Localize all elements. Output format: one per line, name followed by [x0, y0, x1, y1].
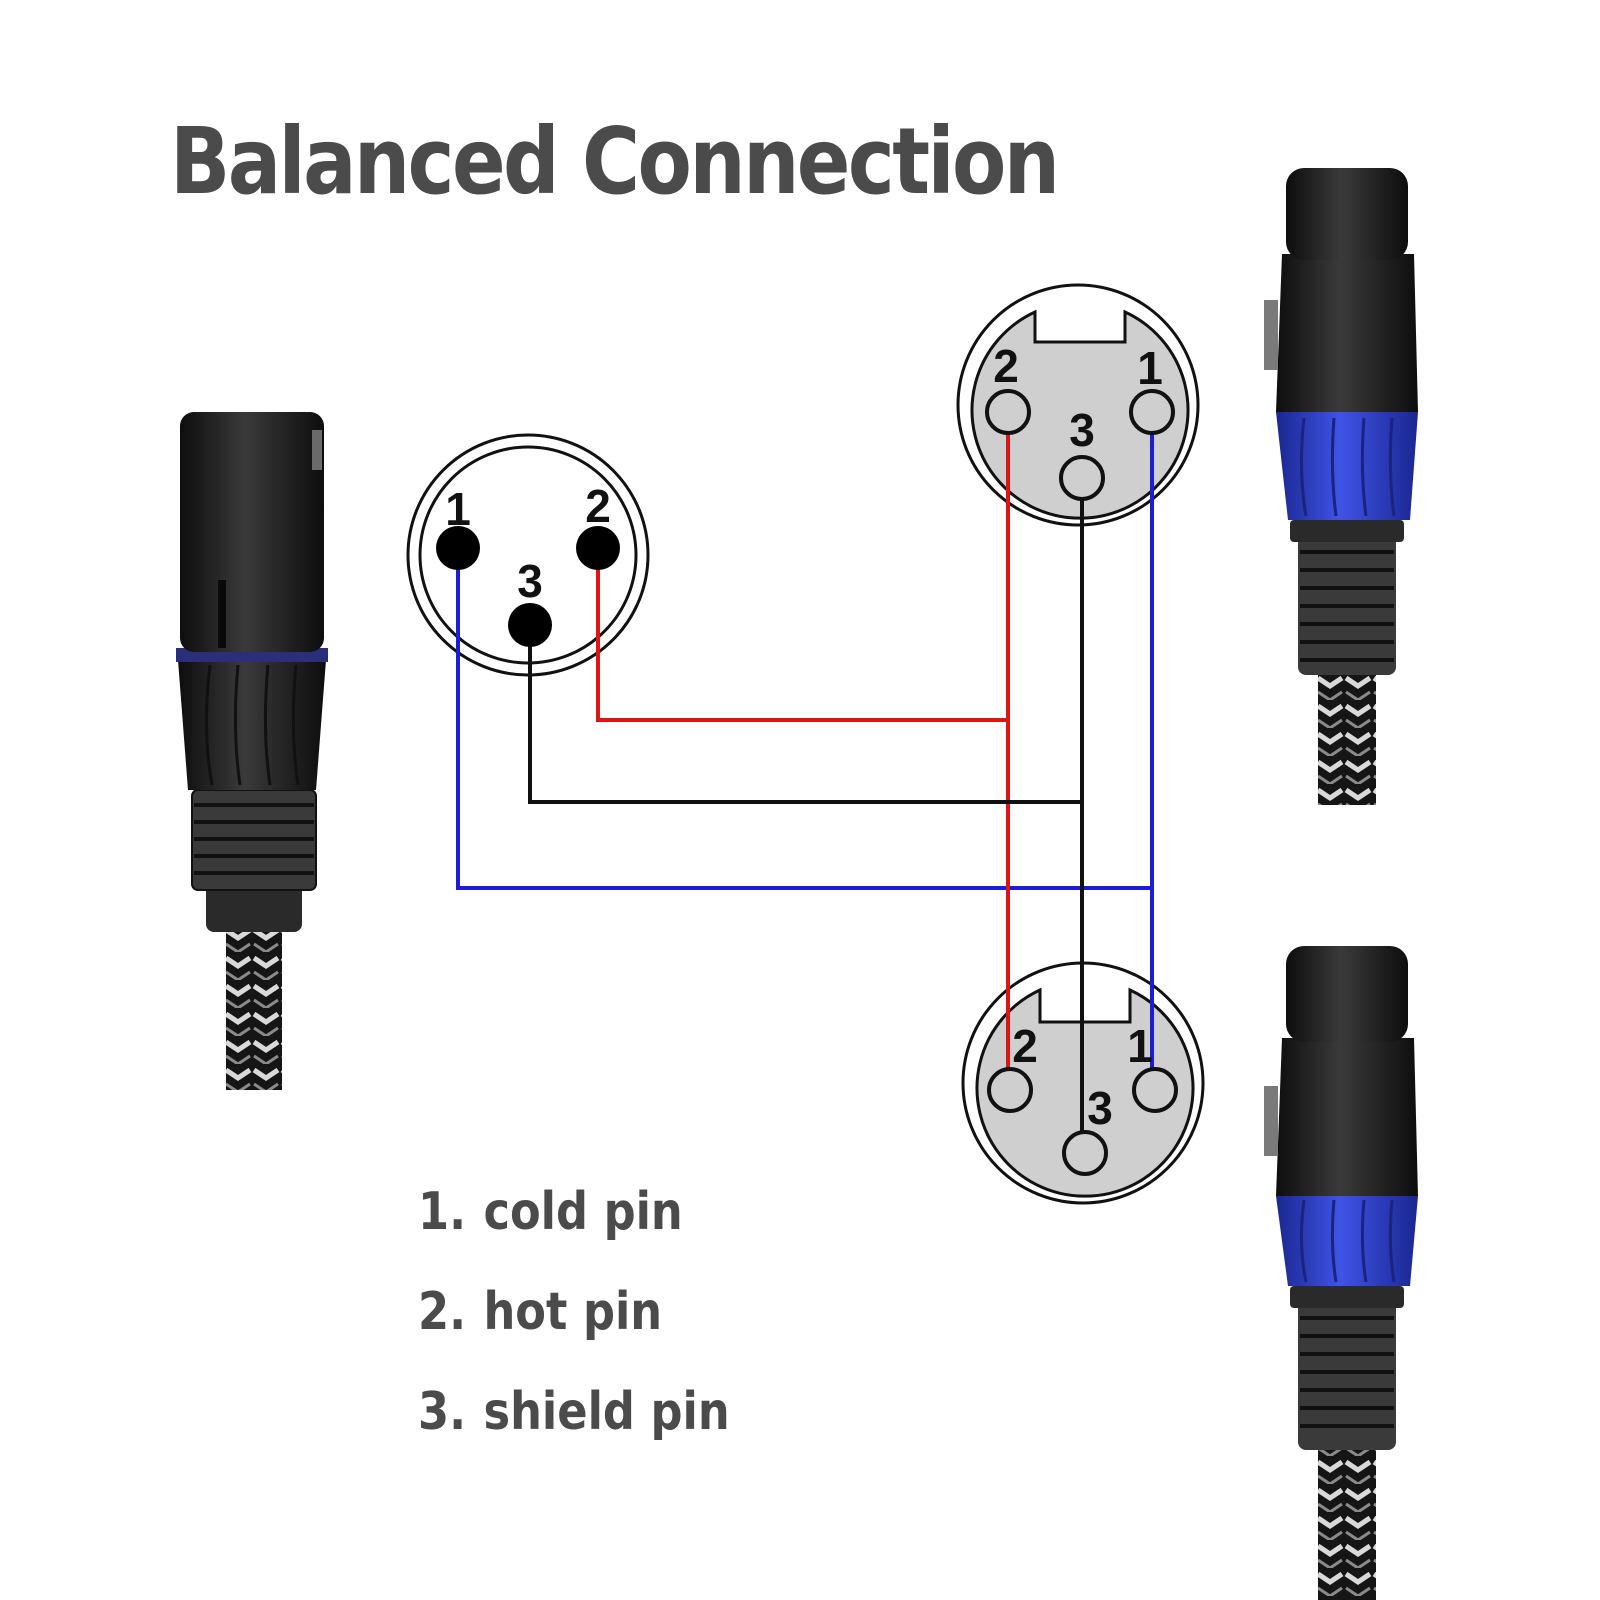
cold-wire [456, 412, 1154, 890]
female-bottom-pin-3-label: 3 [1087, 1082, 1113, 1134]
legend-item-hot: 2. hot pin [418, 1282, 662, 1342]
xlr-male-plug-icon [176, 412, 328, 1090]
legend-number: 2. [418, 1282, 467, 1342]
male-pin-2 [576, 526, 620, 570]
female-connector-top-face [956, 283, 1200, 527]
legend-text: hot pin [483, 1282, 663, 1342]
xlr-female-plug-icon-top [1264, 168, 1418, 805]
female-bottom-pins: 2 1 3 [987, 1020, 1178, 1176]
male-pin-3 [508, 603, 552, 647]
shield-wire [528, 478, 1084, 804]
female-top-pin-3 [1059, 455, 1105, 501]
male-connector-face [406, 433, 650, 677]
female-bottom-pin-3 [1062, 1130, 1108, 1176]
legend-number: 3. [418, 1382, 467, 1442]
male-pin-2-label: 2 [585, 480, 611, 532]
female-top-pin-1 [1129, 389, 1175, 435]
female-top-pins: 2 1 3 [985, 340, 1175, 501]
female-top-pin-3-label: 3 [1069, 404, 1095, 456]
female-bottom-pin-2-label: 2 [1012, 1020, 1038, 1072]
legend-item-shield: 3. shield pin [418, 1382, 730, 1442]
male-pin-1 [436, 526, 480, 570]
male-pin-3-label: 3 [517, 555, 543, 607]
female-top-pin-2-label: 2 [993, 340, 1019, 392]
male-pin-1-label: 1 [445, 483, 471, 535]
hot-wire [596, 412, 1010, 722]
legend-text: shield pin [483, 1382, 730, 1442]
wiring [456, 412, 1154, 1150]
legend-text: cold pin [483, 1182, 683, 1242]
female-bottom-pin-2 [987, 1067, 1033, 1113]
page-title: Balanced Connection [170, 108, 1060, 215]
female-top-pin-1-label: 1 [1137, 342, 1163, 394]
female-bottom-pin-1-label: 1 [1127, 1020, 1153, 1072]
legend-number: 1. [418, 1182, 467, 1242]
legend-item-cold: 1. cold pin [418, 1182, 683, 1242]
female-bottom-pin-1 [1132, 1067, 1178, 1113]
female-top-pin-2 [985, 389, 1031, 435]
xlr-female-plug-icon-bottom [1264, 946, 1418, 1600]
male-pins: 1 2 3 [436, 480, 620, 647]
